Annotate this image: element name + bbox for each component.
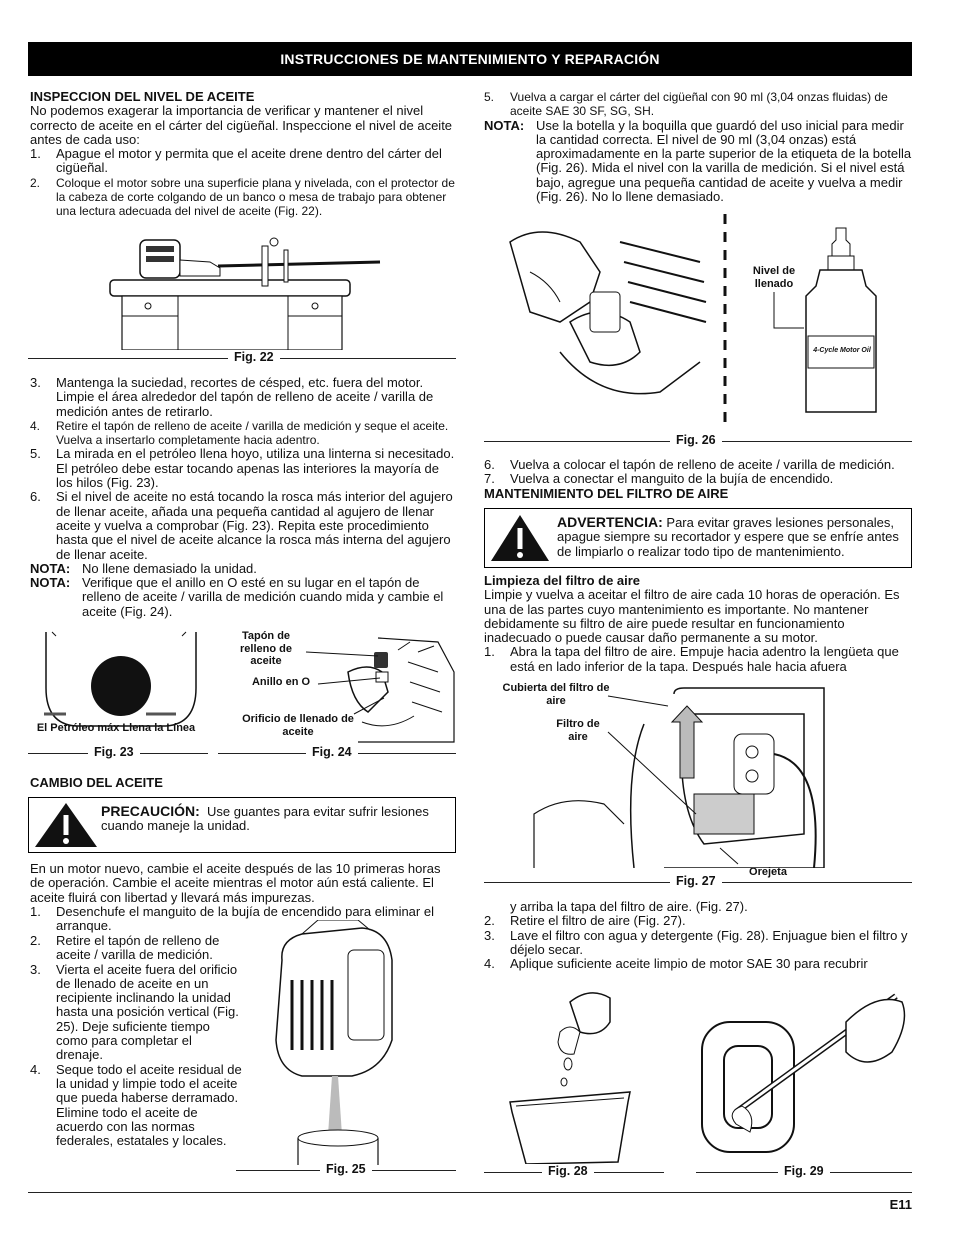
fig25-illustration [275,920,393,1165]
fig27-filter-label: Filtro de aire [556,718,600,743]
caution-text: PRECAUCIÓN: Use guantes para evitar sufr… [101,803,429,834]
oil-check-intro: No podemos exagerar la importancia de ve… [30,103,453,147]
clean-filter-intro: Limpie y vuelva a aceitar el filtro de a… [484,587,900,646]
fig23-caption: Fig. 23 [88,745,140,759]
change-step-4: 4.Seque todo el aceite residual de la un… [30,1061,242,1149]
step-6: 6.Si el nivel de aceite no está tocando … [30,489,453,562]
fig26-leader-line [773,292,804,329]
right-column-mid: 6.Vuelva a colocar el tapón de relleno d… [484,457,912,501]
page-number: E11 [889,1197,912,1212]
fig22-caption: Fig. 22 [228,350,280,364]
fig26-fill-level-label: Nivel de llenado [752,265,796,290]
step-2: 2.Coloque el motor sobre una superficie … [30,175,455,219]
fig26-caption: Fig. 26 [670,433,722,447]
fig27-illustration [533,687,825,868]
oil-change-intro-wrap: En un motor nuevo, cambie el aceite desp… [30,861,458,934]
note-1: NOTA:No llene demasiado la unidad. [30,560,257,576]
right-column-clean: Limpieza del filtro de aire Limpie y vue… [484,573,912,674]
oil-check-heading: INSPECCION DEL NIVEL DE ACEITE [30,89,255,104]
fig29-illustration [701,993,906,1153]
step-4: 4.Retire el tapón de relleno de aceite /… [30,418,449,448]
fig24-hole-label: Orificio de llenado de aceite [242,713,354,738]
fig28-caption: Fig. 28 [542,1164,594,1178]
oil-bottle-label: 4-Cycle Motor Oil [813,347,871,354]
oil-change-heading-wrap: CAMBIO DEL ACEITE [30,775,458,790]
note-2: NOTA:Verifique que el anillo en O esté e… [30,575,444,619]
footer-rule [28,1192,912,1193]
fig27-leader-lines [607,695,739,865]
air-step-4: 4.Aplique suficiente aceite limpio de mo… [484,956,868,972]
fig23-illustration [44,631,197,727]
fig26-dashed-divider [723,214,727,428]
left-column-top: INSPECCION DEL NIVEL DE ACEITE No podemo… [30,89,458,219]
fig25-caption: Fig. 25 [320,1162,372,1176]
note-3: NOTA:Use la botella y la boquilla que gu… [484,117,912,205]
caution-box: PRECAUCIÓN: Use guantes para evitar sufr… [28,797,456,853]
fig27-caption: Fig. 27 [670,874,722,888]
change-step-7: 7.Vuelva a conectar el manguito de la bu… [484,471,834,487]
change-step-1: 1.Desenchufe el manguito de la bujía de … [30,903,434,934]
change-step-2: 2.Retire el tapón de relleno de aceite /… [30,933,220,963]
section-banner: INSTRUCCIONES DE MANTENIMIENTO Y REPARAC… [28,42,912,76]
air-step-1-continued: y arriba la tapa del filtro de aire. (Fi… [510,899,748,914]
fig27-tab-label: Orejeta [749,866,787,878]
fig24-caption: Fig. 24 [306,745,358,759]
warning-triangle-icon [491,515,549,561]
fig27-cover-label: Cubierta del filtro de aire [502,682,610,707]
warning-box: ADVERTENCIA: Para evitar graves lesiones… [484,508,912,568]
fig22-illustration [109,237,381,350]
fig26-illustration [509,231,707,395]
fig29-caption: Fig. 29 [778,1164,830,1178]
warning-triangle-icon [35,803,97,847]
right-column-bottom: y arriba la tapa del filtro de aire. (Fi… [484,899,912,972]
air-step-3: 3.Lave el filtro con agua y detergente (… [484,927,908,957]
oil-change-steps: 2.Retire el tapón de relleno de aceite /… [30,933,242,1149]
left-column-mid: 3.Mantenga la suciedad, recortes de césp… [30,375,458,619]
step-1: 1.Apague el motor y permita que el aceit… [30,146,442,176]
change-step-3: 3.Vierta el aceite fuera del orificio de… [30,961,239,1063]
fig28-illustration [509,992,631,1164]
fig24-oring-label: Anillo en O [251,676,311,688]
warning-text: ADVERTENCIA: Para evitar graves lesiones… [557,514,899,559]
oil-change-heading: CAMBIO DEL ACEITE [30,775,163,790]
air-filter-heading: MANTENIMIENTO DEL FILTRO DE AIRE [484,485,729,501]
fig24-leader-lines [305,651,385,715]
air-step-2: 2.Retire el filtro de aire (Fig. 27). [484,913,686,929]
step-3: 3.Mantenga la suciedad, recortes de césp… [30,375,434,419]
step-5: 5.La mirada en el petróleo llena hoyo, u… [30,446,455,491]
right-column-top: 5.Vuelva a cargar el cárter del cigüeñal… [484,90,912,204]
fig24-cap-label: Tapón de relleno de aceite [240,630,292,667]
air-step-1: 1.Abra la tapa del filtro de aire. Empuj… [484,644,899,674]
oil-change-intro: En un motor nuevo, cambie el aceite desp… [30,861,441,905]
clean-filter-heading: Limpieza del filtro de aire [484,573,641,588]
fig23-max-fill-label: El Petróleo máx Llena la Línea [36,722,196,734]
oil-bottle-illustration [805,227,877,413]
change-step-6: 6.Vuelva a colocar el tapón de relleno d… [484,457,895,472]
change-step-5: 5.Vuelva a cargar el cárter del cigüeñal… [484,90,888,119]
